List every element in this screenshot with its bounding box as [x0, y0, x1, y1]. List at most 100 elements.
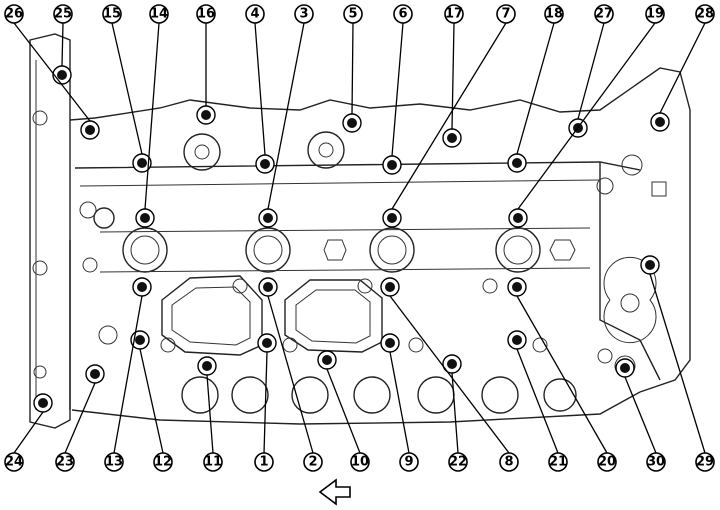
callout-badge: 19 — [645, 4, 665, 24]
callout-label: 20 — [598, 455, 616, 470]
callout-badge: 2 — [303, 452, 323, 472]
callout-badge: 26 — [4, 4, 24, 24]
callout-label: 12 — [154, 455, 172, 470]
leader-line — [516, 348, 559, 454]
callout-badge: 4 — [245, 4, 265, 24]
bolt-head — [507, 277, 527, 297]
bolt-head — [380, 333, 400, 353]
callout-label: 23 — [56, 455, 74, 470]
bolt-head — [85, 364, 105, 384]
leader-line — [389, 351, 410, 454]
callout-badge: 13 — [104, 452, 124, 472]
bolt-head — [132, 153, 152, 173]
callout-badge: 9 — [399, 452, 419, 472]
bolt-head — [508, 208, 528, 228]
leader-line — [13, 22, 91, 122]
bolt-head — [382, 155, 402, 175]
callout-label: 30 — [647, 455, 665, 470]
leader-line — [624, 376, 657, 454]
leader-line — [516, 22, 555, 155]
callout-label: 16 — [197, 7, 215, 22]
bolt-head — [258, 277, 278, 297]
leader-line — [139, 348, 164, 454]
leader-line — [326, 368, 361, 454]
bolt-head — [197, 356, 217, 376]
callout-label: 29 — [696, 455, 714, 470]
bolt-head — [507, 330, 527, 350]
callout-group: 26 25 15 14 16 4 3 5 6 17 7 18 27 19 28 … — [4, 4, 715, 472]
callout-label: 11 — [204, 455, 222, 470]
leader-line — [391, 22, 507, 210]
callout-badge: 27 — [594, 4, 614, 24]
bolt-head — [507, 153, 527, 173]
callout-badge: 20 — [597, 452, 617, 472]
callout-badge: 23 — [55, 452, 75, 472]
callout-label: 9 — [404, 455, 413, 470]
callout-label: 4 — [250, 7, 259, 22]
bolt-head — [255, 154, 275, 174]
leader-line — [389, 295, 510, 454]
bolt-head — [258, 208, 278, 228]
arrow-left-icon — [318, 478, 351, 506]
callout-badge: 11 — [203, 452, 223, 472]
callout-badge: 1 — [254, 452, 274, 472]
leader-line — [351, 22, 354, 115]
bolt-head — [342, 113, 362, 133]
bolt-head — [135, 208, 155, 228]
bolt-head — [615, 358, 635, 378]
bolt-group — [33, 65, 670, 413]
leader-line — [517, 22, 656, 210]
leader-line — [206, 374, 214, 454]
callout-label: 10 — [351, 455, 369, 470]
leader-line — [263, 351, 268, 454]
leader-line — [267, 295, 314, 454]
leader-line — [577, 22, 605, 120]
bolt-head — [33, 393, 53, 413]
callout-label: 13 — [105, 455, 123, 470]
callout-label: 27 — [595, 7, 613, 22]
callout-badge: 17 — [444, 4, 464, 24]
callout-badge: 18 — [544, 4, 564, 24]
callout-badge: 6 — [393, 4, 413, 24]
callout-label: 17 — [445, 7, 463, 22]
leader-line — [649, 273, 706, 454]
leader-line — [516, 295, 608, 454]
leader-line — [391, 22, 404, 157]
leader-line — [13, 411, 44, 454]
callout-label: 25 — [54, 7, 72, 22]
bolt-head — [317, 350, 337, 370]
callout-label: 18 — [545, 7, 563, 22]
callout-badge: 24 — [4, 452, 24, 472]
callout-badge: 10 — [350, 452, 370, 472]
bolt-head — [442, 128, 462, 148]
callout-label: 3 — [299, 7, 308, 22]
leader-line — [111, 22, 143, 155]
bolt-head — [382, 208, 402, 228]
bolt-head — [132, 277, 152, 297]
callout-badge: 12 — [153, 452, 173, 472]
callout-badge: 3 — [294, 4, 314, 24]
callout-label: 28 — [696, 7, 714, 22]
callout-label: 7 — [501, 7, 510, 22]
bolt-head — [640, 255, 660, 275]
callout-label: 26 — [5, 7, 23, 22]
leader-line — [113, 295, 143, 454]
callout-label: 2 — [308, 455, 317, 470]
leader-line — [61, 22, 64, 67]
callout-badge: 25 — [53, 4, 73, 24]
callout-badge: 7 — [496, 4, 516, 24]
leader-line — [451, 22, 455, 130]
callout-badge: 22 — [448, 452, 468, 472]
bolt-head — [196, 105, 216, 125]
bolt-head — [80, 120, 100, 140]
callout-label: 5 — [348, 7, 357, 22]
callout-badge: 29 — [695, 452, 715, 472]
bolt-head — [52, 65, 72, 85]
cylinder-head-outline — [29, 33, 691, 429]
leader-line — [254, 22, 266, 156]
callout-badge: 16 — [196, 4, 216, 24]
leader-line — [64, 382, 96, 454]
callout-badge: 5 — [343, 4, 363, 24]
callout-badge: 21 — [548, 452, 568, 472]
